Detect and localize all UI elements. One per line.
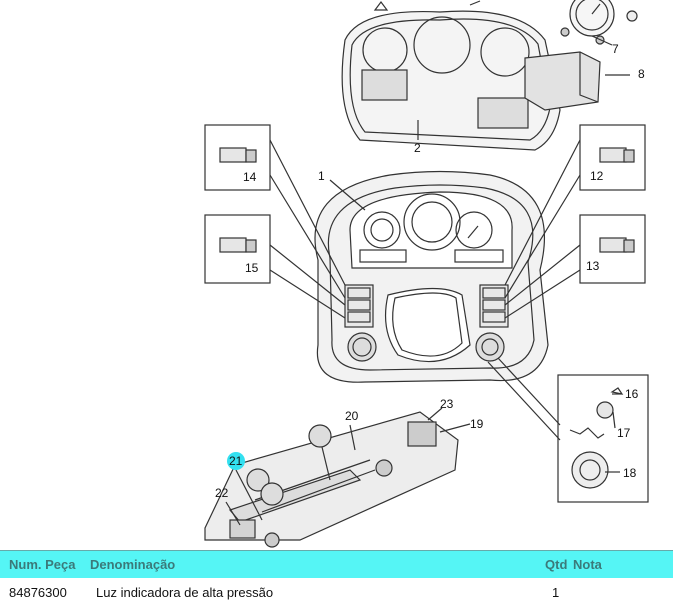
gauge-cluster[interactable] [349, 191, 513, 269]
callout-7[interactable]: 7 [612, 42, 619, 56]
callout-21[interactable]: 21 [229, 454, 243, 468]
callout-13[interactable]: 13 [586, 259, 600, 273]
callout-15[interactable]: 15 [245, 261, 259, 275]
ignition-switch-callout[interactable] [487, 357, 649, 503]
callout-14[interactable]: 14 [243, 170, 257, 184]
instrument-cluster-housing[interactable] [341, 0, 561, 151]
header-part-number[interactable]: Num. Peça [9, 557, 76, 572]
callout-labels: 1 2 7 8 12 13 14 15 16 17 18 19 20 21 22… [215, 42, 645, 500]
selected-part-highlight[interactable] [227, 452, 245, 470]
row-qty: 1 [552, 585, 560, 600]
gauge-part[interactable] [560, 0, 638, 45]
callout-1[interactable]: 1 [318, 169, 325, 183]
callout-23[interactable]: 23 [440, 397, 454, 411]
callout-8[interactable]: 8 [638, 67, 645, 81]
callout-20[interactable]: 20 [345, 409, 359, 423]
header-description[interactable]: Denominação [90, 557, 176, 572]
callout-12[interactable]: 12 [590, 169, 604, 183]
module-box-part[interactable] [524, 51, 630, 111]
header-note[interactable]: Nota [573, 557, 602, 572]
console-panel[interactable] [204, 407, 471, 548]
row-description: Luz indicadora de alta pressão [96, 585, 274, 600]
callout-18[interactable]: 18 [623, 466, 637, 480]
table-row[interactable]: 84876300 Luz indicadora de alta pressão … [0, 578, 673, 606]
header-qty[interactable]: Qtd [545, 557, 568, 572]
callout-17[interactable]: 17 [617, 426, 631, 440]
callout-22[interactable]: 22 [215, 486, 229, 500]
row-part-number: 84876300 [9, 585, 67, 600]
switch-callout-14[interactable] [204, 124, 346, 299]
switch-callout-15[interactable] [204, 214, 346, 319]
callout-19[interactable]: 19 [470, 417, 484, 431]
callout-16[interactable]: 16 [625, 387, 639, 401]
table-header: Num. Peça Denominação Qtd Nota [0, 550, 673, 578]
switch-callout-13[interactable] [504, 214, 646, 319]
dashboard-panel[interactable] [314, 170, 549, 383]
parts-diagram: 1 2 7 8 12 13 14 15 16 17 18 19 20 21 22… [204, 0, 649, 548]
callout-2[interactable]: 2 [414, 141, 421, 155]
switch-callout-12[interactable] [504, 124, 646, 299]
parts-table: Num. Peça Denominação Qtd Nota 84876300 … [0, 550, 673, 606]
